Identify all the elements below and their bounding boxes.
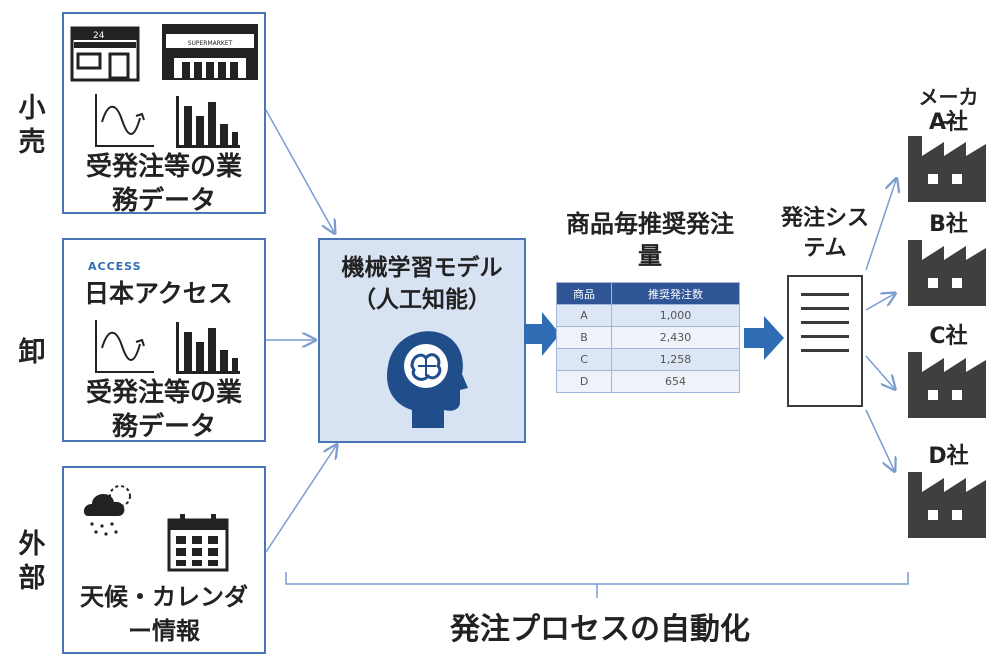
- arrow-system-to-maker-a: [865, 180, 896, 271]
- supermarket-icon: [162, 24, 258, 80]
- label-retail: 小売: [18, 93, 46, 158]
- retail-data-box: 24 SUPERMARKET 受発注等の業務データ: [62, 12, 266, 216]
- table-cell: 1,000: [611, 304, 740, 327]
- ml-model-box: 機械学習モデル（人工知能）: [318, 238, 526, 443]
- table-cell: B: [555, 326, 613, 349]
- system-title: 発注システム: [780, 206, 869, 261]
- convenience-store-icon: [70, 26, 140, 82]
- table-header-item: 商品: [555, 282, 613, 305]
- factory-icon: [908, 472, 986, 538]
- ml-model-title: 機械学習モデル（人工知能）: [341, 255, 503, 313]
- order-table: 商品 推奨発注数 A 1,000 B 2,430 C 1,258 D 654: [555, 282, 740, 393]
- label-external: 外部: [18, 529, 46, 594]
- process-bracket: [285, 572, 909, 585]
- arrow-table-to-system: [744, 316, 784, 360]
- arrow-retail-to-model: [265, 109, 334, 232]
- store-icons: 24 SUPERMARKET: [70, 24, 258, 82]
- maker-c-label: C社: [929, 324, 968, 349]
- table-row: B 2,430: [555, 326, 740, 349]
- process-caption: 発注プロセスの自動化: [450, 612, 750, 647]
- maker-d-label: D社: [928, 444, 969, 469]
- table-cell: D: [555, 370, 613, 393]
- table-row: C 1,258: [555, 348, 740, 371]
- retail-data-text: 受発注等の業務データ: [85, 152, 242, 216]
- ai-brain-head-icon: [387, 331, 468, 428]
- arrow-system-to-maker-c: [865, 355, 894, 388]
- wholesale-data-text: 受発注等の業務データ: [85, 378, 242, 442]
- line-trend-icon: [95, 320, 154, 373]
- table-row: D 654: [555, 370, 740, 393]
- factory-icon: [908, 240, 986, 306]
- wholesale-data-box: ACCESS 日本アクセス 受発注等の業務データ: [62, 238, 266, 442]
- table-row: A 1,000: [555, 304, 740, 327]
- store-sign-text: 24: [93, 31, 105, 41]
- table-header-qty: 推奨発注数: [611, 282, 740, 305]
- supermarket-sign-text: SUPERMARKET: [188, 40, 233, 47]
- forecast-title: 商品毎推奨発注量: [566, 210, 734, 270]
- maker-header: メーカー: [918, 85, 979, 135]
- label-wholesale: 卸: [18, 337, 46, 368]
- table-cell: A: [555, 304, 613, 327]
- wholesale-chart-icons: [95, 320, 240, 374]
- table-cell: 1,258: [611, 348, 740, 371]
- system-document-icon: [787, 275, 863, 407]
- company-logo-small: ACCESS: [88, 260, 142, 273]
- factory-icon: [908, 136, 986, 202]
- external-data-text: 天候・カレンダー情報: [80, 583, 248, 645]
- external-data-box: 天候・カレンダー情報: [62, 466, 266, 654]
- bar-chart-icon: [176, 96, 240, 148]
- arrow-system-to-maker-d: [865, 409, 894, 470]
- weather-cloud-icon: [83, 485, 131, 536]
- maker-a-label: A社: [928, 110, 969, 135]
- table-cell: C: [555, 348, 613, 371]
- arrow-system-to-maker-b: [865, 294, 894, 311]
- table-cell: 654: [611, 370, 740, 393]
- company-name: 日本アクセス: [84, 279, 233, 308]
- factory-icon: [908, 352, 986, 418]
- bar-chart-icon: [176, 322, 240, 374]
- arrow-external-to-model: [265, 446, 336, 553]
- calendar-icon: [167, 514, 229, 572]
- retail-chart-icons: [95, 94, 240, 148]
- maker-b-label: B社: [929, 212, 968, 237]
- arrow-model-to-table: [524, 312, 560, 356]
- line-trend-icon: [95, 94, 154, 147]
- table-cell: 2,430: [611, 326, 740, 349]
